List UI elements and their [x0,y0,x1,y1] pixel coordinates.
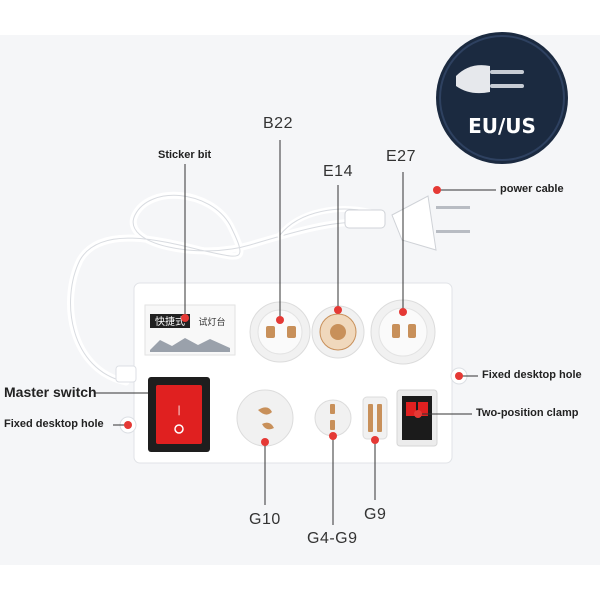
socket-g4-g9 [314,399,352,437]
label-g4-g9: G4-G9 [307,530,358,547]
label-sticker-bit: Sticker bit [158,149,212,161]
label-g10: G10 [249,511,281,528]
socket-g9 [362,396,388,440]
label-e27: E27 [386,148,416,165]
marker-clamp [414,410,422,418]
sticker-text-left: 快捷式 [155,315,185,328]
sticker: 快捷式 试灯台 [144,304,236,356]
annotation-markers [124,186,463,446]
master-switch: | [148,377,210,452]
label-fixed-hole-right: Fixed desktop hole [482,369,582,381]
badge-text: EU/US [468,114,536,138]
label-power-cable: power cable [500,183,564,195]
marker-power-cable [433,186,441,194]
marker-g10 [261,438,269,446]
socket-e14 [311,305,365,359]
label-master-switch: Master switch [4,384,97,400]
label-g9: G9 [364,506,387,523]
marker-b22 [276,316,284,324]
eu-us-badge [436,32,568,164]
cable-tie [344,209,386,229]
label-two-position-clamp: Two-position clamp [476,407,579,419]
socket-b22 [249,301,311,363]
label-e14: E14 [323,163,353,180]
plug-icon [456,65,490,94]
marker-e14 [334,306,342,314]
socket-g10 [236,389,294,447]
marker-e27 [399,308,407,316]
annotation-lines [95,140,496,525]
sticker-text-right: 试灯台 [198,316,225,328]
label-fixed-hole-left: Fixed desktop hole [4,418,104,430]
marker-fixed-hole-left [124,421,132,429]
marker-sticker [181,314,189,322]
marker-g9 [371,436,379,444]
label-b22: B22 [263,115,293,132]
marker-g4-g9 [329,432,337,440]
marker-fixed-hole-right [455,372,463,380]
svg-text:|: | [177,405,180,416]
two-position-clamp [396,389,438,447]
